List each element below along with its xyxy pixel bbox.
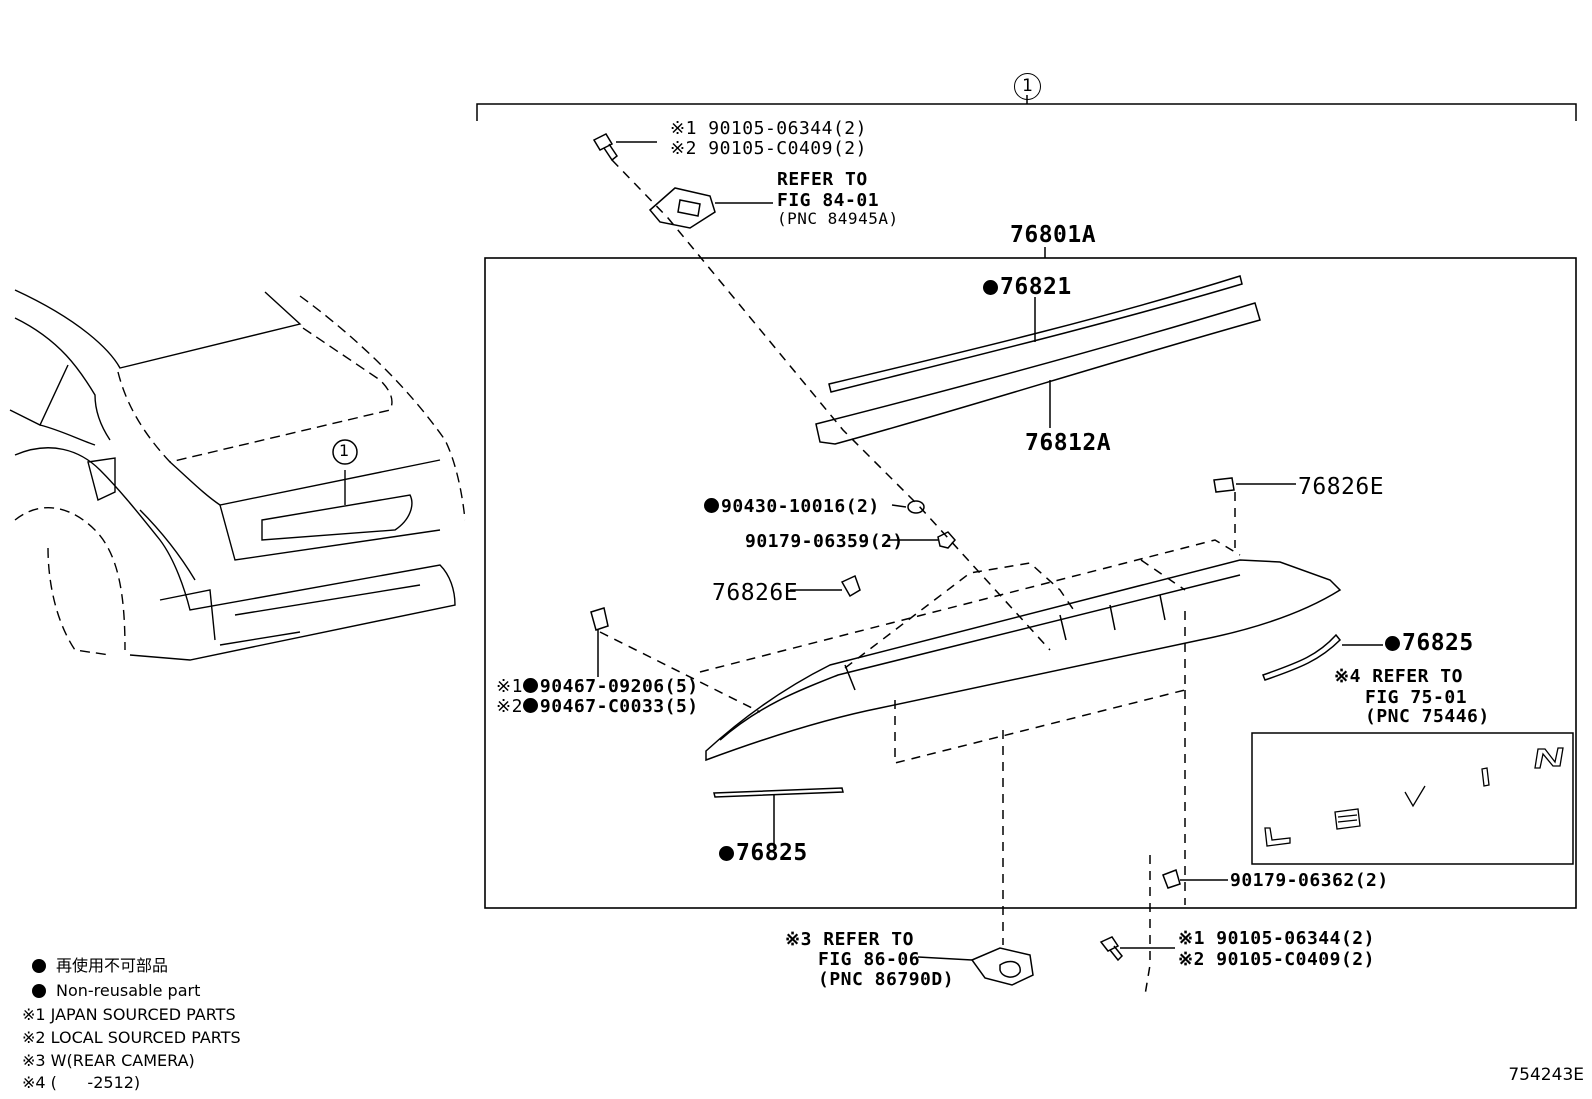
label-refer-bottom-1: ※3 REFER TO bbox=[785, 929, 914, 950]
top-bolt bbox=[592, 133, 657, 162]
non-reusable-dot-icon bbox=[522, 698, 538, 713]
label-90430: 90430-10016(2) bbox=[704, 497, 880, 517]
label-refer-right-3: (PNC 75446) bbox=[1365, 706, 1490, 727]
part-number: 76825 bbox=[736, 840, 808, 866]
part-number: 90467-09206(5) bbox=[539, 676, 699, 697]
label-90467-09206: ※1 90467-09206(5) bbox=[496, 677, 699, 697]
label-76812A: 76812A bbox=[1025, 430, 1112, 456]
label-bolt-top-2: ※2 90105-C0409(2) bbox=[670, 138, 867, 159]
legend-note-1: ※1 JAPAN SOURCED PARTS bbox=[22, 1005, 236, 1024]
label-76826E-left: 76826E bbox=[712, 580, 799, 606]
car-callout-number: 1 bbox=[339, 441, 350, 460]
non-reusable-dot-icon bbox=[719, 846, 734, 861]
levin-emblem-box bbox=[1251, 732, 1574, 865]
part-number: 76821 bbox=[1000, 274, 1072, 300]
legend-note-2: ※2 LOCAL SOURCED PARTS bbox=[22, 1028, 241, 1047]
label-76825-left: 76825 bbox=[719, 840, 808, 866]
label-refer-right-2: FIG 75-01 bbox=[1365, 687, 1468, 708]
top-switch-part bbox=[648, 187, 773, 229]
label-bolt-bottom-2: ※2 90105-C0409(2) bbox=[1178, 949, 1375, 970]
molding-76821 bbox=[828, 275, 1243, 393]
label-76821: 76821 bbox=[983, 274, 1072, 300]
label-refer-right-1: ※4 REFER TO bbox=[1334, 666, 1463, 687]
label-bolt-bottom-1: ※1 90105-06344(2) bbox=[1178, 928, 1375, 949]
legend-note-4: ※4 ( -2512) bbox=[22, 1073, 141, 1092]
part-number: 76825 bbox=[1402, 630, 1474, 656]
label-90179-06362: 90179-06362(2) bbox=[1230, 870, 1389, 891]
non-reusable-dot-icon bbox=[1385, 636, 1400, 651]
label-90467-C0033: ※2 90467-C0033(5) bbox=[496, 697, 699, 717]
molding-76812A bbox=[815, 302, 1261, 445]
rear-camera-part bbox=[917, 947, 1034, 986]
label-refer-top-3: (PNC 84945A) bbox=[777, 209, 899, 228]
part-number: 90430-10016(2) bbox=[721, 496, 880, 517]
car-rear-illustration bbox=[9, 289, 466, 661]
label-76825-right: 76825 bbox=[1385, 630, 1474, 656]
assembly-box bbox=[484, 257, 1577, 909]
label-refer-bottom-2: FIG 86-06 bbox=[818, 949, 921, 970]
note-mark: ※2 bbox=[496, 696, 523, 717]
levin-emblem-letters bbox=[1264, 747, 1564, 847]
label-refer-top-2: FIG 84-01 bbox=[777, 190, 880, 211]
rear-garnish-body bbox=[705, 559, 1342, 762]
legend-non-reusable-jp: 再使用不可部品 bbox=[56, 956, 169, 975]
car-callout-circle bbox=[332, 439, 358, 465]
label-76801A: 76801A bbox=[1010, 222, 1097, 248]
label-76826E-right: 76826E bbox=[1298, 474, 1385, 500]
note-mark: ※1 bbox=[496, 676, 523, 697]
assembly-callout-circle: 1 bbox=[1014, 73, 1041, 100]
label-bolt-top-1: ※1 90105-06344(2) bbox=[670, 118, 867, 139]
non-reusable-dot-icon bbox=[704, 498, 719, 513]
label-refer-top-1: REFER TO bbox=[777, 169, 868, 190]
figure-code: 754243E bbox=[1508, 1065, 1584, 1085]
label-refer-bottom-3: (PNC 86790D) bbox=[818, 969, 955, 990]
legend-note-3: ※3 W(REAR CAMERA) bbox=[22, 1051, 195, 1070]
legend-non-reusable-en: Non-reusable part bbox=[56, 981, 201, 1000]
label-90179-06359: 90179-06359(2) bbox=[745, 531, 904, 552]
part-number: 90467-C0033(5) bbox=[539, 696, 699, 717]
non-reusable-dot-icon bbox=[522, 678, 538, 693]
non-reusable-dot-icon bbox=[983, 280, 998, 295]
